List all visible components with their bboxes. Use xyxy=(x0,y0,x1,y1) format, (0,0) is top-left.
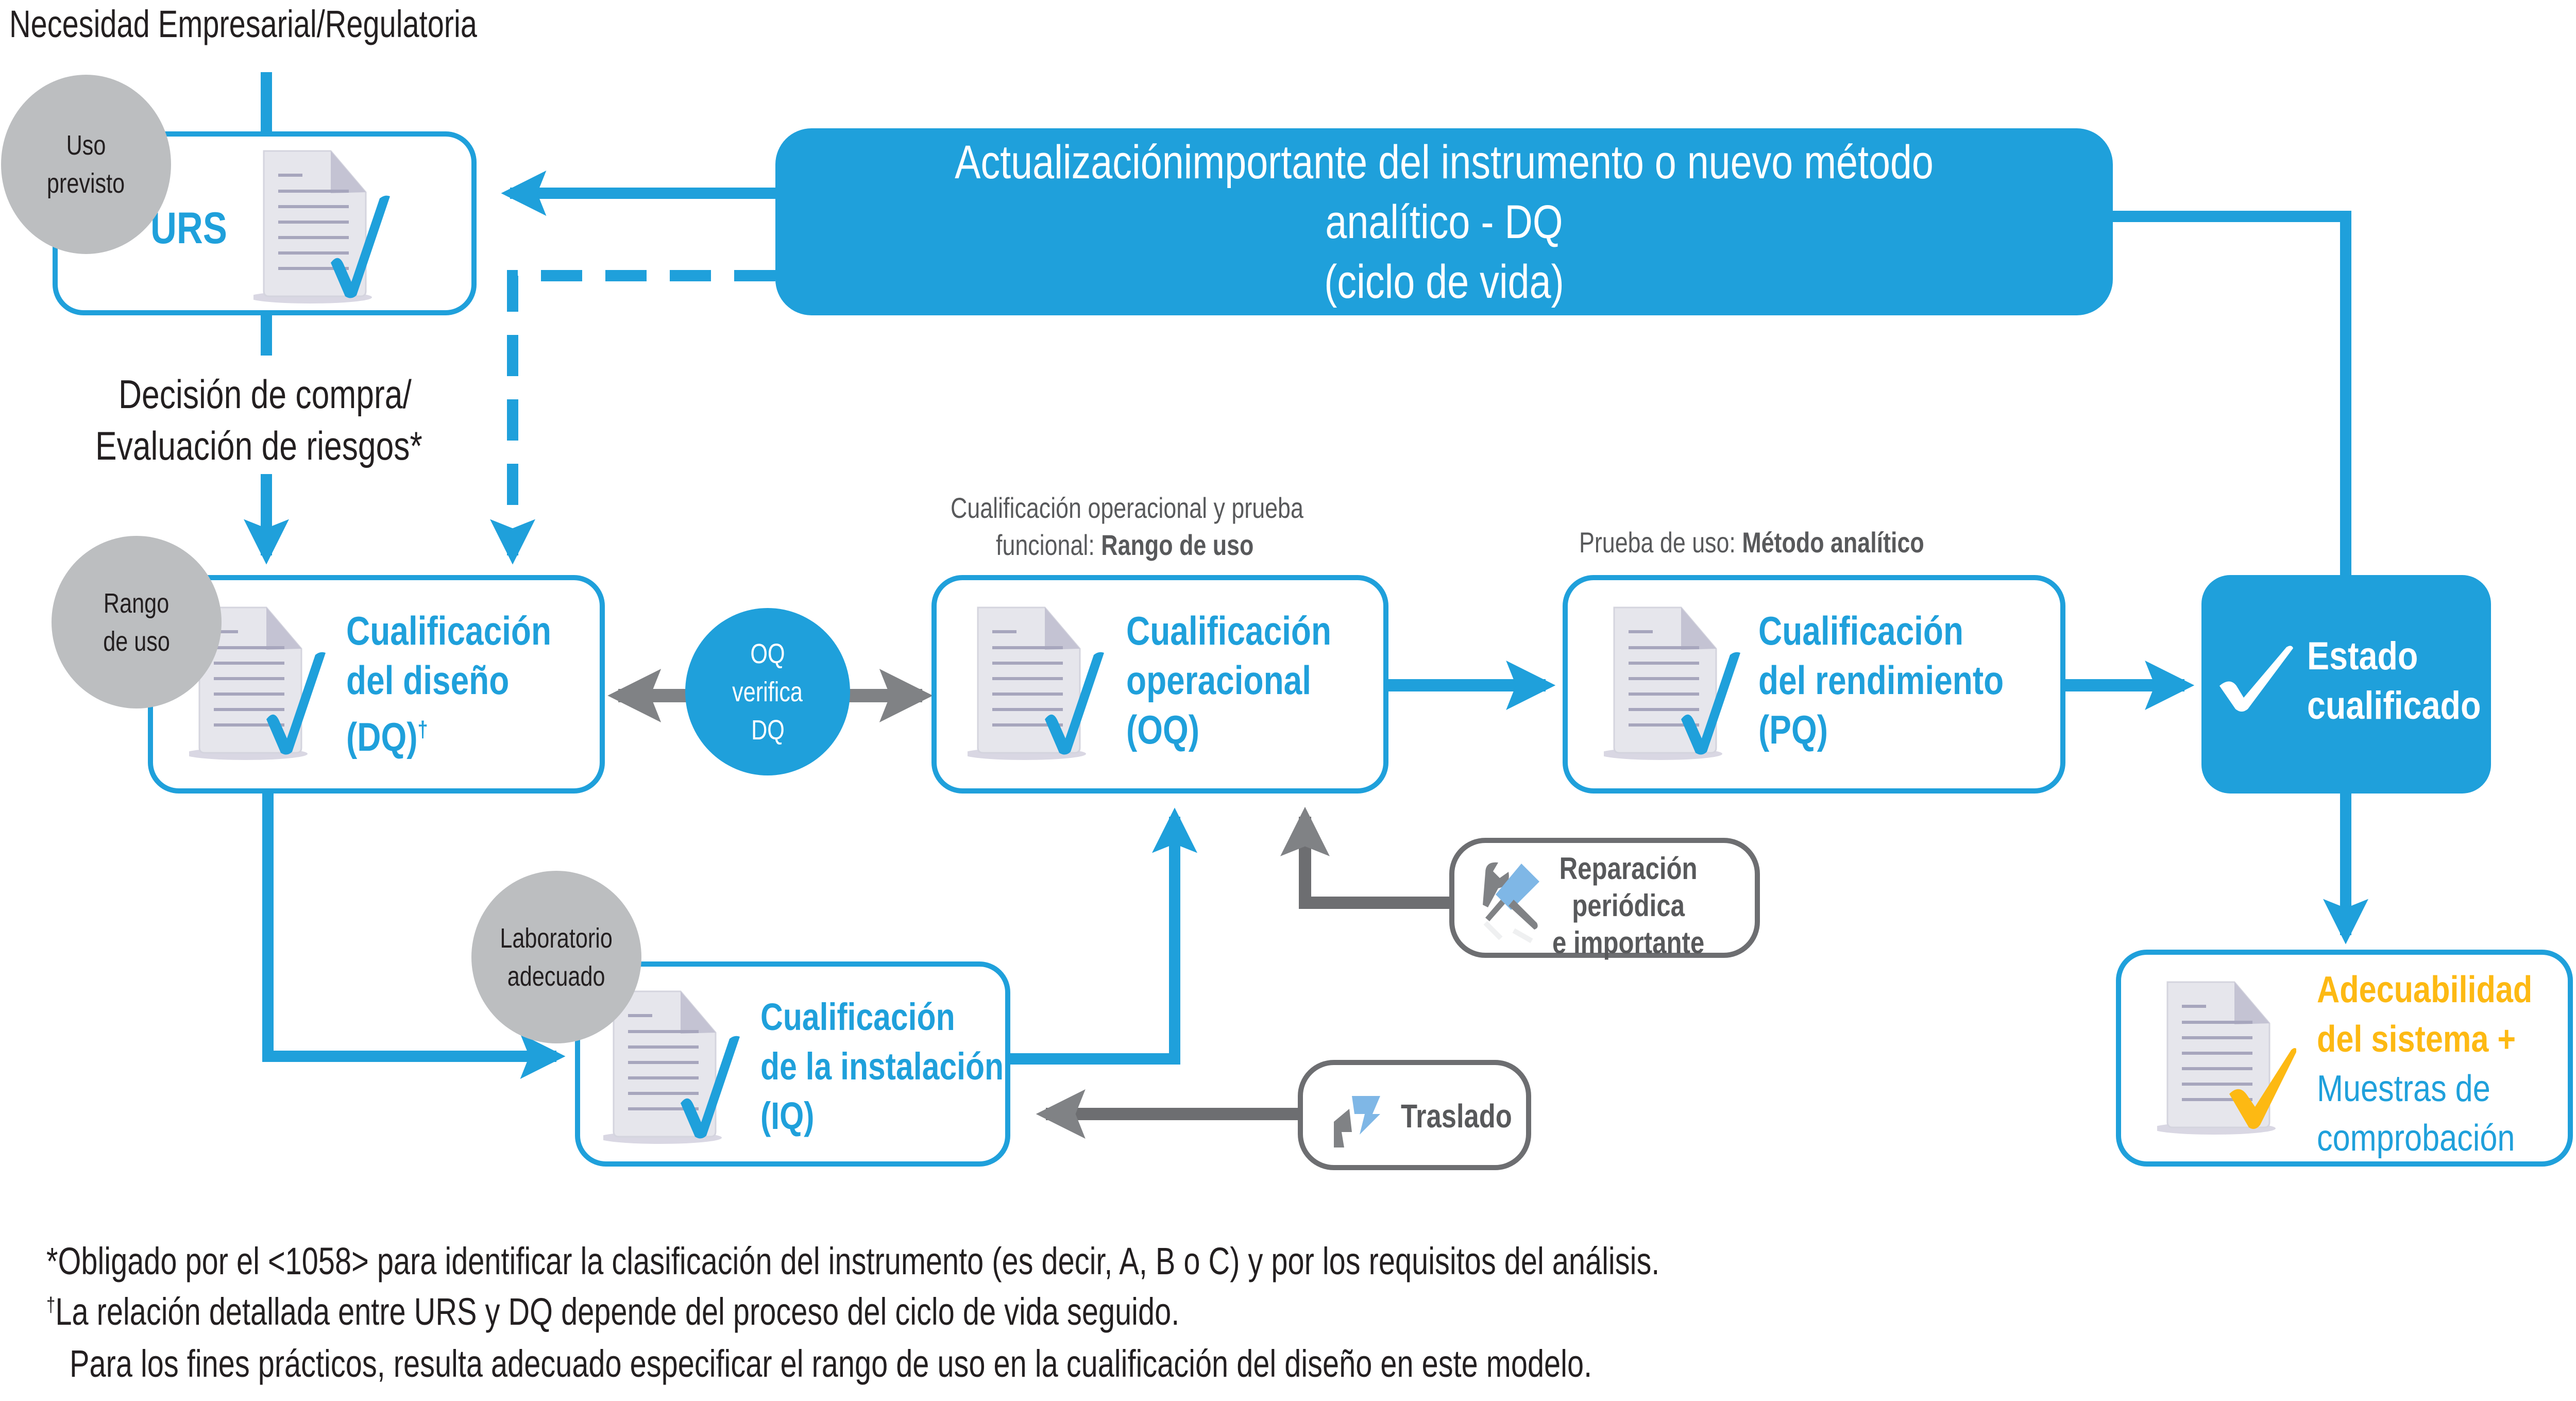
repair-line2: periódica xyxy=(1572,888,1685,923)
suitability-bold-line2: del sistema + xyxy=(2317,1019,2516,1060)
reparacion-to-oq-arrow xyxy=(1280,806,1449,909)
dq-title: Cualificación del diseño (DQ)† xyxy=(346,606,551,762)
repair-label: Reparación periódica e importante xyxy=(1552,850,1704,961)
oq-title: Cualificación operacional (OQ) xyxy=(1126,606,1331,754)
suitability-text: Adecuabilidad del sistema + Muestras de … xyxy=(2317,965,2532,1163)
oq-caption-line2: funcional: Rango de uso xyxy=(951,527,1303,564)
estado-line1: Estado xyxy=(2307,634,2418,678)
oq-caption-bold: Rango de uso xyxy=(1101,529,1254,561)
banner-to-estado-line xyxy=(2113,211,2351,575)
footnote-dagger: † xyxy=(46,1293,56,1316)
laboratorio-line1: Laboratorio xyxy=(500,922,613,954)
oq-verifies-dq-circle: OQ verifica DQ xyxy=(685,608,850,775)
decision-text: Decisión de compra/ Evaluación de riesgo… xyxy=(95,368,422,471)
document-check-icon xyxy=(603,990,740,1144)
pq-title-line1: Cualificación xyxy=(1758,608,1964,653)
pq-caption-bold: Método analítico xyxy=(1742,526,1924,559)
repair-line3: e importante xyxy=(1552,925,1705,960)
banner-line2: (ciclo de vida) xyxy=(1324,255,1564,308)
document-check-icon xyxy=(253,150,390,303)
dq-title-line1: Cualificación xyxy=(346,608,552,653)
rango-de-uso-circle: Rango de uso xyxy=(52,536,222,708)
check-icon xyxy=(2219,646,2293,712)
suitability-bold-line1: Adecuabilidad xyxy=(2317,969,2533,1010)
verifies-line2: verifica xyxy=(732,676,803,707)
suitability-line3: Muestras de xyxy=(2317,1068,2490,1109)
pq-title: Cualificación del rendimiento (PQ) xyxy=(1758,606,2004,754)
repair-box[interactable]: Reparación periódica e importante xyxy=(1449,838,1760,961)
dq-box[interactable]: Cualificación del diseño (DQ)† xyxy=(148,575,605,794)
verifies-line1: OQ xyxy=(750,638,785,669)
pq-caption: Prueba de uso: Método analítico xyxy=(1579,526,1924,559)
laboratorio-circle: Laboratorio adecuado xyxy=(471,871,641,1043)
estado-title: Estado cualificado xyxy=(2307,632,2481,731)
iq-title-line1: Cualificación xyxy=(760,995,955,1038)
iq-to-oq-arrow xyxy=(1010,807,1197,1065)
dq-dagger: † xyxy=(417,717,428,742)
system-suitability-box[interactable]: Adecuabilidad del sistema + Muestras de … xyxy=(2116,950,2573,1167)
relocation-label: Traslado xyxy=(1401,1098,1512,1135)
document-check-icon xyxy=(1604,606,1740,760)
pq-box[interactable]: Cualificación del rendimiento (PQ) xyxy=(1563,575,2065,794)
banner-line1: Actualizaciónimportante del instrumento … xyxy=(955,136,1934,248)
iq-box[interactable]: Cualificación de la instalación (IQ) xyxy=(575,961,1010,1167)
decision-line1: Decisión de compra/ xyxy=(118,372,412,417)
pq-title-line2: del rendimiento xyxy=(1758,657,2004,703)
footnote-2-text: La relación detallada entre URS y DQ dep… xyxy=(55,1290,1180,1333)
dq-title-line2: del diseño xyxy=(346,657,510,703)
rango-line1: Rango xyxy=(104,587,170,619)
document-check-icon xyxy=(2157,981,2296,1135)
uso-previsto-line1: Uso xyxy=(66,130,106,161)
document-check-icon xyxy=(189,606,326,760)
iq-title: Cualificación de la instalación (IQ) xyxy=(760,992,1004,1141)
iq-title-line2: de la instalación xyxy=(760,1045,1004,1088)
dq-title-line3: (DQ)† xyxy=(346,705,551,762)
qualified-state-box[interactable]: Estado cualificado xyxy=(2201,575,2491,794)
oq-title-line3: (OQ) xyxy=(1126,707,1200,752)
oq-caption-line1: Cualificación operacional y prueba xyxy=(951,492,1303,524)
rango-line2: de uso xyxy=(103,626,170,657)
top-label: Necesidad Empresarial/Regulatoria xyxy=(9,3,477,45)
oq-title-line1: Cualificación xyxy=(1126,608,1332,653)
verifies-line3: DQ xyxy=(751,714,785,746)
estado-line2: cualificado xyxy=(2307,684,2481,728)
dq-to-iq-arrow xyxy=(262,794,566,1079)
footnote-2: †La relación detallada entre URS y DQ de… xyxy=(46,1290,1179,1334)
oq-title-line2: operacional xyxy=(1126,657,1312,703)
pq-caption-plain: Prueba de uso: xyxy=(1579,526,1742,559)
banner-to-dq-dashed-arrow xyxy=(490,270,775,565)
relocation-arrows-icon xyxy=(1334,1096,1380,1147)
repair-line1: Reparación xyxy=(1559,851,1698,886)
relocation-box[interactable]: Traslado xyxy=(1298,1060,1531,1170)
dq-abbrev: (DQ) xyxy=(346,714,418,759)
suitability-line4: comprobación xyxy=(2317,1118,2515,1159)
document-check-icon xyxy=(968,606,1104,760)
pq-title-line3: (PQ) xyxy=(1758,707,1828,752)
footnote-1: *Obligado por el <1058> para identificar… xyxy=(46,1240,1660,1282)
lifecycle-update-banner[interactable]: Actualizaciónimportante del instrumento … xyxy=(775,128,2113,315)
urs-title: URS xyxy=(150,204,227,253)
decision-line2: Evaluación de riesgos* xyxy=(95,423,422,468)
footnote-3: Para los fines prácticos, resulta adecua… xyxy=(70,1342,1592,1385)
oq-box[interactable]: Cualificación operacional (OQ) xyxy=(931,575,1388,794)
oq-caption-plain: funcional: xyxy=(996,529,1101,561)
tools-icon xyxy=(1483,862,1539,943)
oq-caption: Cualificación operacional y prueba funci… xyxy=(951,489,1303,564)
iq-title-line3: (IQ) xyxy=(760,1094,815,1137)
laboratorio-line2: adecuado xyxy=(507,960,605,992)
uso-previsto-line2: previsto xyxy=(47,168,125,199)
uso-previsto-circle: Uso previsto xyxy=(1,75,171,254)
